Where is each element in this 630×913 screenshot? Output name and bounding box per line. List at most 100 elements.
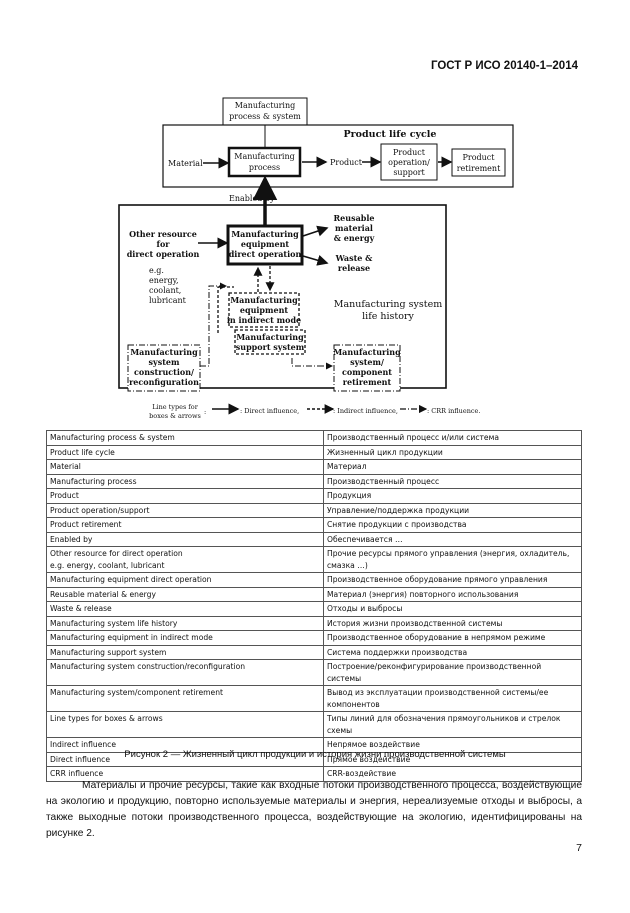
table-cell-en: Manufacturing system life history (46, 615, 324, 631)
eg-label-2: energy, (149, 276, 179, 285)
legend-label-2: boxes & arrows (149, 412, 201, 420)
table-cell-en: Product life cycle (46, 444, 324, 460)
table-cell-ru: Управление/поддержка продукции (323, 502, 582, 518)
msc-label-2: system (149, 357, 180, 367)
product-operation-box (380, 143, 438, 181)
table-cell-ru: Типы линий для обозначения прямоугольник… (323, 711, 582, 738)
reuse-label-1: Reusable (334, 213, 375, 223)
mei-label-2: equipment (240, 305, 289, 315)
mei-box (228, 292, 300, 328)
table-cell-ru-line1: Прочие ресурсы прямого управления (энерг… (327, 549, 570, 558)
table-cell-en: Enabled by (46, 531, 324, 547)
reuse-label-2: material (335, 223, 373, 233)
table-cell-ru-line1: Вывод из эксплуатации производственной с… (327, 688, 549, 697)
page-number: 7 (576, 842, 582, 854)
table-cell-en: Line types for boxes & arrows (46, 711, 324, 738)
table-cell-ru-line2: компонентов (327, 699, 380, 709)
mps-label-1: Manufacturing (235, 101, 296, 110)
product-retirement-box (451, 148, 506, 177)
msr-label-3: component (342, 367, 392, 377)
msr-label-4: retirement (343, 377, 392, 387)
body-paragraph: Материалы и прочие ресурсы, такие как вх… (46, 780, 582, 839)
mss-label-2: support system (236, 342, 305, 352)
table-cell-en: Manufacturing support system (46, 644, 324, 660)
mss-label-1: Manufacturing (236, 332, 304, 342)
table-cell-ru: Материал (323, 459, 582, 475)
material-label: Material (168, 159, 203, 168)
msr-box (333, 344, 401, 392)
table-cell-en: Product (46, 488, 324, 504)
table-cell-ru: Вывод из эксплуатации производственной с… (323, 685, 582, 712)
mps-label-box (222, 97, 308, 126)
eg-label-4: lubricant (149, 296, 187, 305)
table-cell-en: Material (46, 459, 324, 475)
med-box (226, 224, 304, 266)
mei-label-1: Manufacturing (230, 295, 298, 305)
table-cell-ru-line2: системы (327, 673, 362, 683)
waste-label-1: Waste & (335, 253, 374, 263)
figure-caption: Рисунок 2 — Жизненный цикл продукции и и… (124, 749, 506, 760)
legend-indirect: : Indirect influence, (333, 407, 398, 415)
table-cell-ru: Система поддержки производства (323, 644, 582, 660)
msr-label-1: Manufacturing (333, 347, 401, 357)
table-cell-en: Reusable material & energy (46, 586, 324, 602)
pr-label-1: Product (463, 153, 496, 162)
table-cell-ru: Производственное оборудование прямого уп… (323, 572, 582, 588)
legend-label-1: Line types for (152, 403, 199, 411)
reuse-label-3: & energy (334, 233, 375, 243)
msc-label-3: construction/ (134, 367, 194, 377)
table-cell-ru: Производственный процесс (323, 473, 582, 489)
table-row: Manufacturing equipment in indirect mode… (46, 630, 582, 646)
eg-label-3: coolant, (149, 286, 181, 295)
legend-sep: : (204, 408, 206, 416)
msc-label-4: reconfiguration (129, 377, 199, 387)
msr-label-2: system/ (350, 357, 384, 367)
table-cell-ru: Снятие продукции с производства (323, 517, 582, 533)
table-cell-ru-line2: смазка …) (327, 560, 368, 570)
ore-label-1: Other resource (129, 229, 197, 239)
pos-label-3: support (393, 168, 425, 177)
table-row: Manufacturing system/component retiremen… (46, 685, 582, 712)
table-cell-en: Manufacturing system/component retiremen… (46, 685, 324, 712)
msl-label-1: Manufacturing system (334, 299, 442, 310)
lifecycle-diagram: Manufacturing process & system Product l… (118, 97, 514, 420)
msc-box (127, 344, 201, 392)
table-cell-en: CRR influence (46, 766, 324, 782)
waste-label-2: release (338, 263, 370, 273)
mss-box (234, 329, 306, 355)
ore-label-2: for (157, 239, 171, 249)
table-cell-ru: Обеспечивается … (323, 531, 582, 547)
enabled-by-label: Enabled by (229, 194, 275, 203)
plc-title: Product life cycle (344, 129, 437, 140)
document-id: ГОСТ Р ИСО 20140-1–2014 (430, 60, 578, 72)
mp-label-2: process (249, 163, 280, 172)
legend-direct: : Direct influence, (240, 407, 299, 415)
table-cell-en: Manufacturing equipment direct operation (46, 572, 324, 588)
table-cell-en: Manufacturing equipment in indirect mode (46, 630, 324, 646)
table-cell-ru: Материал (энергия) повторного использова… (323, 586, 582, 602)
pos-label-2: operation/ (388, 158, 430, 167)
msl-label-2: life history (362, 311, 414, 322)
table-cell-ru: Прочие ресурсы прямого управления (энерг… (323, 546, 582, 573)
life-history-box (118, 204, 447, 389)
mp-label-1: Manufacturing (234, 152, 295, 161)
table-row: Line types for boxes & arrows Типы линий… (46, 711, 582, 738)
med-label-3: direct operation (229, 249, 302, 259)
mps-label-2: process & system (229, 112, 301, 121)
ore-label-3: direct operation (127, 249, 200, 259)
med-label-1: Manufacturing (231, 229, 299, 239)
table-cell-ru: Производственный процесс и/или система (323, 430, 582, 446)
pos-label-1: Product (393, 148, 426, 157)
